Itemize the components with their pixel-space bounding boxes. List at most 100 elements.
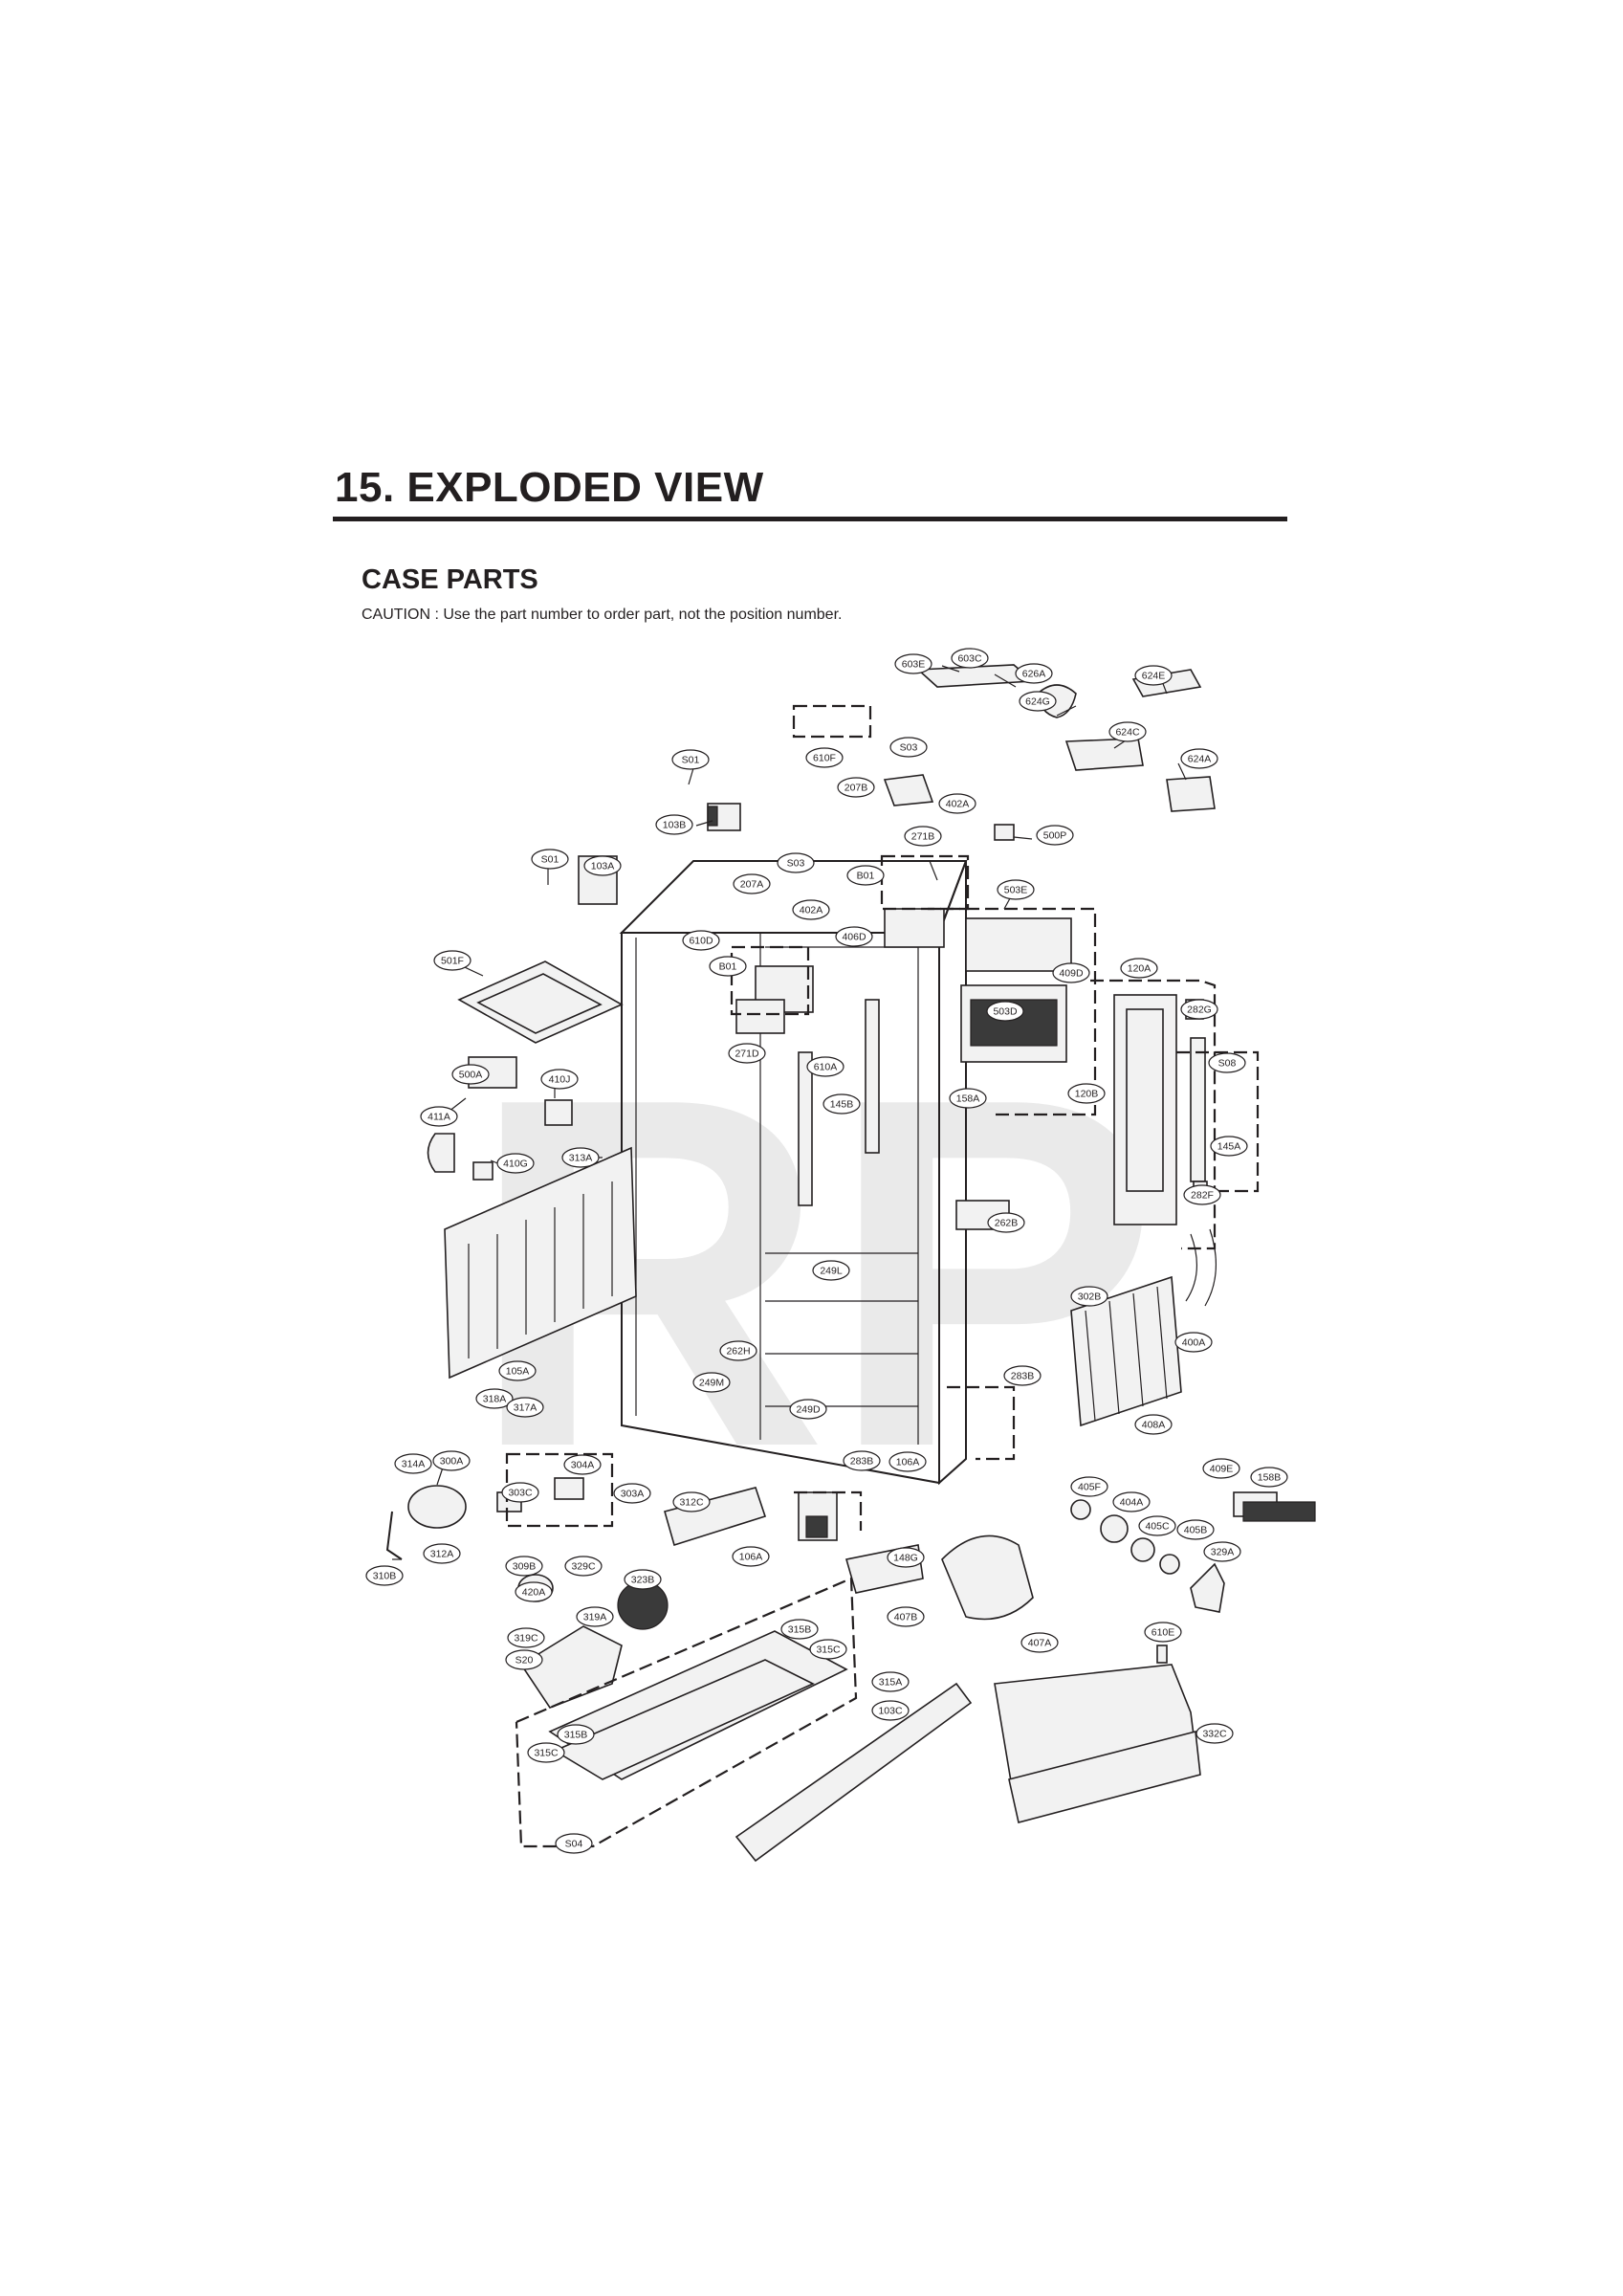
callout-bubble	[1176, 1519, 1215, 1540]
callout-420a: 420A	[515, 1581, 553, 1602]
callout-bubble	[576, 1606, 614, 1627]
callout-bubble	[1180, 748, 1218, 769]
callout-bubble	[792, 899, 830, 920]
callout-label: 503D	[993, 1006, 1018, 1018]
callout-bubble	[835, 926, 873, 947]
callout-s03: S03	[777, 852, 815, 873]
callout-314a: 314A	[394, 1453, 432, 1474]
callout-bubble	[889, 737, 928, 758]
callout-158b: 158B	[1250, 1467, 1288, 1488]
callout-bubble	[1134, 665, 1173, 686]
callout-bubble	[1020, 1632, 1059, 1653]
callout-bubble	[423, 1543, 461, 1564]
callout-300a: 300A	[432, 1450, 471, 1471]
callout-b01: B01	[846, 865, 885, 886]
callout-bubble	[894, 653, 932, 674]
callout-bubble	[888, 1451, 927, 1472]
callout-label: 407B	[894, 1612, 918, 1623]
callout-bubble	[1120, 958, 1158, 979]
callout-411a: 411A	[420, 1106, 458, 1127]
callout-bubble	[1070, 1286, 1108, 1307]
callout-label: 610A	[814, 1062, 838, 1073]
callout-bubble	[475, 1388, 514, 1409]
callout-label: S03	[900, 742, 918, 754]
callout-label: 315C	[534, 1748, 559, 1759]
callout-bubble	[1112, 1491, 1151, 1512]
callout-label: S01	[682, 755, 700, 766]
callout-label: 603E	[902, 659, 926, 671]
callout-bubble	[624, 1569, 662, 1590]
callout-label: 300A	[440, 1456, 464, 1468]
callout-bubble	[531, 849, 569, 870]
callout-label: 610E	[1151, 1627, 1175, 1639]
callout-bubble	[682, 930, 720, 951]
callout-bubble	[506, 1397, 544, 1418]
callout-bubble	[1174, 1332, 1213, 1353]
callout-409d: 409D	[1052, 962, 1090, 983]
right-components	[955, 994, 1217, 1427]
callout-249m: 249M	[692, 1372, 731, 1393]
callout-bubble	[557, 1724, 595, 1745]
callout-label: 312C	[679, 1497, 704, 1509]
callout-label: 329C	[571, 1561, 596, 1573]
callout-bubble	[394, 1453, 432, 1474]
callout-label: 249L	[820, 1266, 843, 1277]
callout-label: 315C	[816, 1645, 841, 1656]
callout-label: 207B	[844, 783, 868, 794]
callout-bubble	[1067, 1083, 1106, 1104]
callout-label: 603C	[957, 653, 982, 665]
callout-bubble	[365, 1565, 404, 1586]
callout-bubble	[561, 1147, 600, 1168]
callout-label: 410G	[503, 1159, 528, 1170]
callout-315b: 315B	[780, 1619, 819, 1640]
callout-bubble	[728, 1043, 766, 1064]
callout-label: 158A	[956, 1093, 980, 1105]
callout-label: 103A	[591, 861, 615, 872]
callout-145a: 145A	[1210, 1136, 1248, 1157]
callout-283b: 283B	[1003, 1365, 1042, 1386]
dashed-groups	[505, 704, 1260, 1848]
callout-s08: S08	[1208, 1052, 1246, 1073]
callout-label: 120A	[1128, 963, 1151, 975]
callout-bubble	[433, 950, 472, 971]
callout-120a: 120A	[1120, 958, 1158, 979]
callout-bubble	[1108, 721, 1147, 742]
callout-bubble	[501, 1482, 539, 1503]
callout-label: 148G	[893, 1553, 918, 1564]
callout-bubble	[1134, 1414, 1173, 1435]
callout-bubble	[451, 1064, 490, 1085]
callout-624e: 624E	[1134, 665, 1173, 686]
callout-304a: 304A	[563, 1454, 602, 1475]
callout-label: 626A	[1022, 669, 1046, 680]
callout-label: 610D	[689, 936, 713, 947]
callout-label: 400A	[1182, 1337, 1206, 1349]
callout-145b: 145B	[822, 1093, 861, 1115]
callout-label: 106A	[739, 1552, 763, 1563]
callout-207a: 207A	[733, 873, 771, 894]
callout-105a: 105A	[498, 1360, 537, 1381]
callout-label: 314A	[402, 1459, 426, 1470]
callout-405f: 405F	[1070, 1476, 1108, 1497]
callout-bubble	[505, 1649, 543, 1670]
callout-label: 624G	[1025, 696, 1050, 708]
callout-249d: 249D	[789, 1399, 827, 1420]
callout-bubble	[986, 1001, 1024, 1022]
callout-402a: 402A	[938, 793, 976, 814]
callout-106a: 106A	[732, 1546, 770, 1567]
callout-bubble	[420, 1106, 458, 1127]
callout-label: 283B	[850, 1456, 874, 1468]
callout-610d: 610D	[682, 930, 720, 951]
callout-406d: 406D	[835, 926, 873, 947]
callout-bubble	[1195, 1723, 1234, 1744]
callout-bubble	[843, 1450, 881, 1471]
callout-610e: 610E	[1144, 1622, 1182, 1643]
callout-label: 271D	[735, 1049, 759, 1060]
callout-label: S08	[1218, 1058, 1237, 1070]
callout-323b: 323B	[624, 1569, 662, 1590]
callout-103a: 103A	[583, 855, 622, 876]
callout-bubble	[837, 777, 875, 798]
callout-label: 409D	[1059, 968, 1084, 980]
callout-bubble	[949, 1088, 987, 1109]
callout-624g: 624G	[1019, 691, 1057, 712]
callout-bubble	[655, 814, 693, 835]
